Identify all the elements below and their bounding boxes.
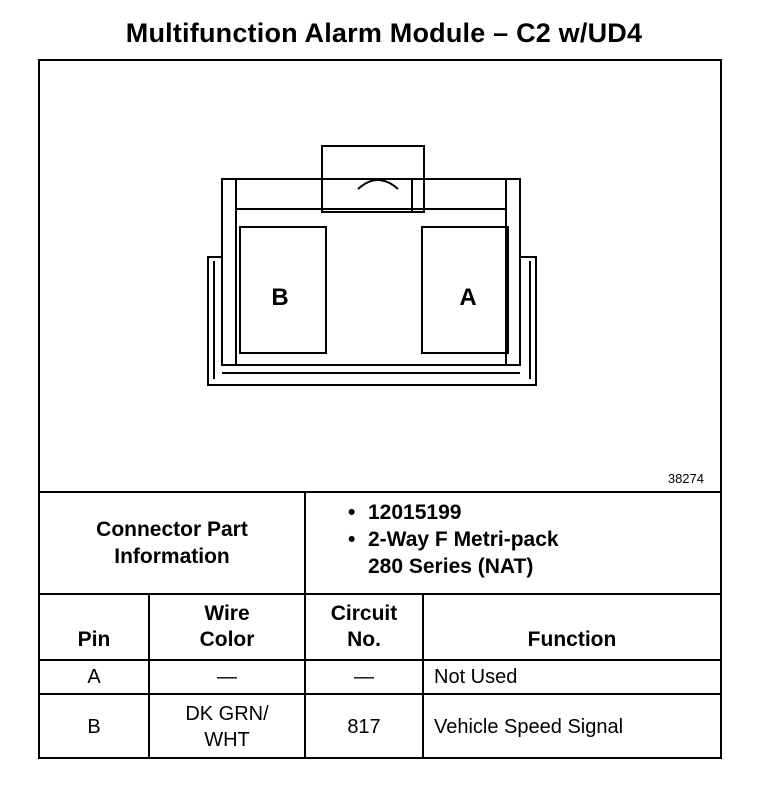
connector-body xyxy=(221,178,521,366)
part-number-item: •12015199 xyxy=(348,501,462,524)
header-pin: Pin xyxy=(77,628,111,651)
divider xyxy=(40,693,720,695)
wire-color-text: WHT xyxy=(204,729,250,751)
divider xyxy=(40,593,720,595)
cavity-a xyxy=(421,226,509,354)
header-text: No. xyxy=(347,628,381,651)
connector-info-label: Connector Part Information xyxy=(40,493,304,593)
header-text: Wire xyxy=(204,602,250,625)
connector-info-details: •12015199 • 2-Way F Metri-pack 280 Serie… xyxy=(348,499,559,580)
description-line: 280 Series (NAT) xyxy=(368,555,534,578)
cavity-b xyxy=(239,226,327,354)
pin-cell: A xyxy=(87,666,101,688)
figure-number: 38274 xyxy=(667,471,704,486)
circuit-text: 817 xyxy=(347,716,381,738)
table-row: A xyxy=(40,661,148,693)
function-text: Vehicle Speed Signal xyxy=(434,716,624,738)
circuit-text: — xyxy=(354,666,374,688)
divider xyxy=(304,491,306,759)
page-title: Multifunction Alarm Module – C2 w/UD4 xyxy=(125,18,643,48)
cavity-b-label: B xyxy=(271,284,288,311)
divider xyxy=(148,593,150,759)
wire-color-text: DK GRN/ xyxy=(185,703,269,725)
part-number: 12015199 xyxy=(368,501,462,524)
header-wire-color: Wire Color xyxy=(150,595,304,659)
header-text: Circuit xyxy=(330,602,398,625)
circuit-cell: 817 xyxy=(306,695,422,759)
description-line: 2-Way F Metri-pack xyxy=(368,528,559,551)
pin-cell: B xyxy=(87,716,101,738)
connector-info-label-line: Connector Part xyxy=(96,518,248,541)
wire-color-cell: DK GRN/ WHT xyxy=(150,695,304,759)
circuit-cell: — xyxy=(306,661,422,693)
wire-color-text: — xyxy=(217,666,237,688)
function-text: Not Used xyxy=(434,666,518,688)
table-row: B xyxy=(40,695,148,759)
latch-tab xyxy=(357,179,399,190)
divider xyxy=(40,491,720,493)
cavity-a-label: A xyxy=(459,284,476,311)
divider xyxy=(422,593,424,759)
divider xyxy=(40,659,720,661)
function-cell: Vehicle Speed Signal xyxy=(424,695,720,759)
header-circuit: Circuit No. xyxy=(306,595,422,659)
left-rail xyxy=(207,256,537,386)
header-text: Color xyxy=(199,628,255,651)
wire-color-cell: — xyxy=(150,661,304,693)
connector-face-diagram: B A xyxy=(207,145,537,386)
connector-info-label-line: Information xyxy=(114,545,230,568)
header-function: Function xyxy=(527,628,617,651)
connector-sheet: B A 38274 Connector Part Information •12… xyxy=(38,59,722,759)
function-cell: Not Used xyxy=(424,661,720,693)
description-item: • 2-Way F Metri-pack 280 Series (NAT) xyxy=(348,528,559,578)
